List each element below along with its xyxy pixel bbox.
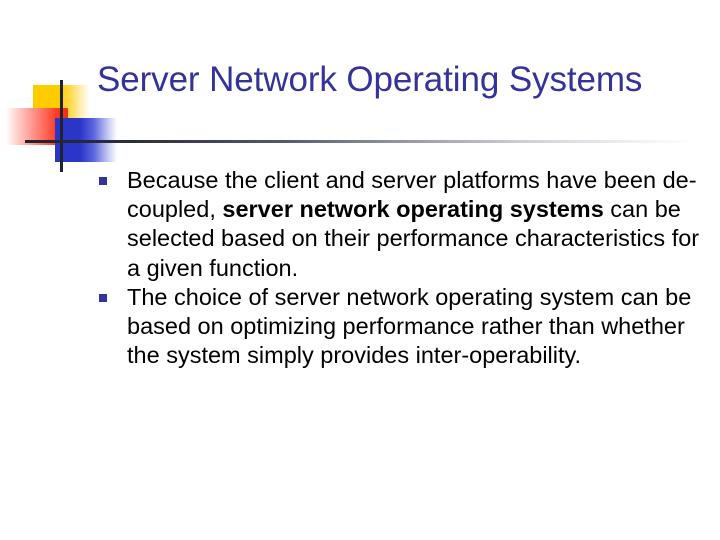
bullet-text-segment: can be selected based on their performan… (127, 196, 700, 281)
slide-body: Because the client and server platforms … (99, 166, 704, 370)
bullet-item: The choice of server network operating s… (99, 283, 704, 371)
square-bullet-glyph (99, 177, 107, 185)
square-bullet-glyph (99, 293, 107, 302)
title-underline-rule (25, 140, 697, 143)
vertical-rule (60, 80, 63, 172)
bullet-text: Because the client and server platforms … (127, 166, 704, 283)
bullet-item: Because the client and server platforms … (99, 166, 704, 283)
bullet-text: The choice of server network operating s… (127, 283, 704, 371)
square-bullet-icon (99, 166, 127, 185)
bullet-text-segment: The choice of server network operating s… (127, 283, 692, 369)
square-bullet-icon (99, 283, 127, 302)
slide-title: Server Network Operating Systems (97, 60, 643, 100)
yellow-square-icon (33, 85, 90, 129)
bullet-text-emphasis: server network operating systems (222, 196, 604, 223)
bullet-text-segment: Because the client and server platforms … (127, 167, 697, 223)
